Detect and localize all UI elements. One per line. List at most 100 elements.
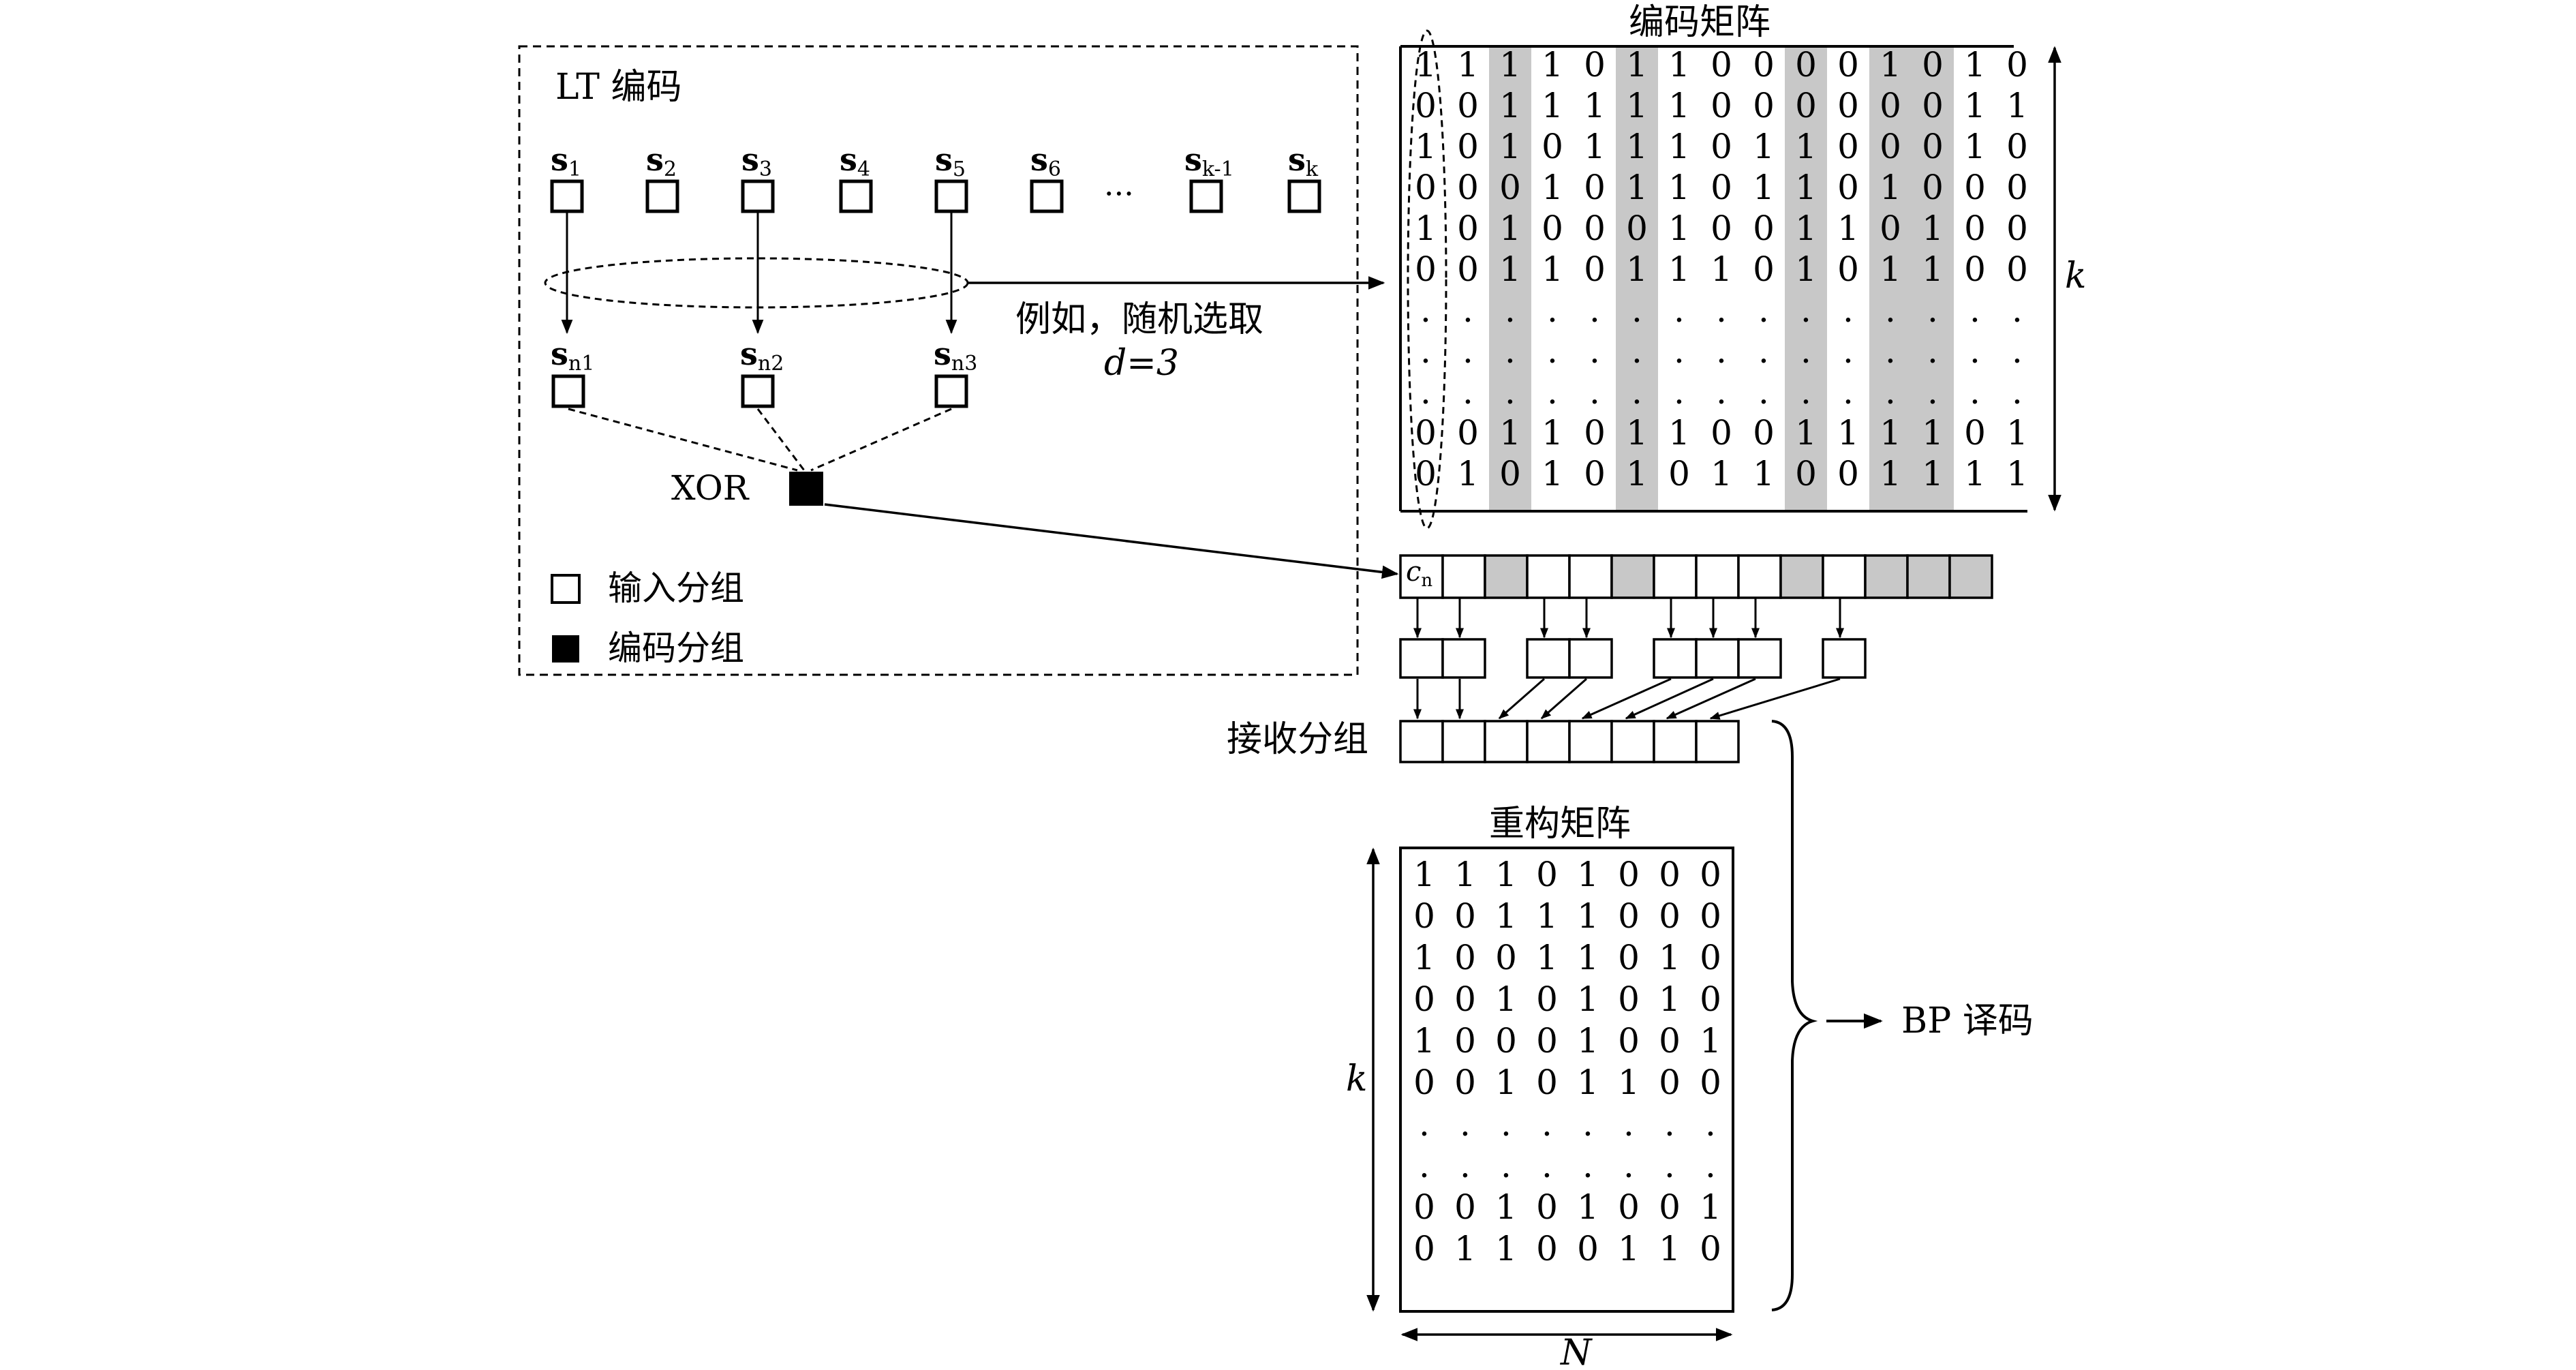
legend-encoded-icon (552, 635, 579, 663)
mid-cell (1737, 638, 1782, 679)
decoder-label: BP 译码 (1901, 1001, 2034, 1041)
shaded-column (1869, 48, 1912, 510)
grouping-brace (1771, 720, 1818, 1311)
encoded-row-cell (1568, 554, 1613, 599)
symbol-sn2: sn2 (740, 335, 784, 376)
input-block-s5 (934, 179, 968, 213)
encoded-row-cell (1526, 554, 1571, 599)
encoding-k-label: k (2065, 256, 2087, 296)
encoded-block (789, 472, 823, 506)
mid-groups (1399, 638, 1867, 679)
mid-cell (1526, 638, 1571, 679)
encoded-row-cell (1822, 554, 1867, 599)
mid-cell (1822, 638, 1867, 679)
recv-arrow-4 (1540, 678, 1587, 720)
xor-line-3 (810, 408, 952, 472)
recv-arrow-8 (1709, 678, 1841, 720)
selected-symbols: sn1 sn2 sn3 (551, 335, 977, 408)
xor-line-1 (568, 408, 798, 472)
xor-label: XOR (671, 468, 750, 508)
symbol-s3: s3 (741, 141, 772, 181)
encoded-row-cell (1653, 554, 1698, 599)
encoding-matrix-shading (1489, 48, 1954, 510)
encoding-matrix-row: ............... (1420, 290, 2023, 330)
encoded-row-cell (1695, 554, 1740, 599)
shaded-column (1912, 48, 1954, 510)
symbol-sn1: sn1 (551, 335, 594, 376)
lt-panel-border (518, 45, 1359, 676)
lt-encoding-panel: LT 编码 s1 s2 s3 s4 s5 s6 ··· sk-1 sk (518, 45, 1359, 676)
shaded-column (1616, 48, 1658, 510)
first-column-ellipse (1407, 29, 1447, 530)
encoding-matrix-title: 编码矩阵 (1629, 2, 1770, 43)
encoding-matrix-row: 111101100001010 (1415, 45, 2028, 85)
encoded-row-cell (1779, 554, 1824, 599)
symbol-s6: s6 (1030, 141, 1061, 181)
mid-cell (1568, 638, 1613, 679)
reconstruction-n-label: N (1559, 1333, 1593, 1370)
mid-cell (1653, 638, 1698, 679)
recv-arrow-3 (1498, 678, 1545, 720)
received-cell (1526, 720, 1571, 763)
recv-arrow-7 (1666, 678, 1756, 720)
symbols-ellipsis: ··· (1104, 175, 1134, 212)
symbol-sn3: sn3 (934, 335, 977, 376)
mid-cell (1399, 638, 1444, 679)
encoding-matrix-row: 000101101101000 (1415, 168, 2028, 207)
input-block-s6 (1030, 179, 1064, 213)
encoded-row-cell (1737, 554, 1782, 599)
symbol-sk: sk (1288, 141, 1319, 181)
input-block-sk-1 (1189, 179, 1223, 213)
encoding-matrix-row: 101000100110100 (1415, 209, 2028, 248)
received-cell (1441, 720, 1486, 763)
legend-input-icon (551, 574, 581, 604)
input-block-s3 (741, 179, 775, 213)
encoded-row-cell (1441, 554, 1486, 599)
received-cell (1484, 720, 1529, 763)
received-cell (1653, 720, 1698, 763)
received-cell (1610, 720, 1655, 763)
mid-cell (1695, 638, 1740, 679)
received-cell (1695, 720, 1740, 763)
legend-input-label: 输入分组 (608, 568, 744, 608)
encoding-matrix-row: 001101110101100 (1415, 249, 2028, 289)
encoded-row (1399, 554, 1993, 599)
encoding-matrix-row: ............... (1420, 331, 2023, 371)
torn-edge (1979, 46, 2044, 511)
selection-ellipse (544, 257, 969, 309)
encoded-row-cell (1906, 554, 1951, 599)
symbol-s1: s1 (551, 141, 581, 181)
mid-cell (1441, 638, 1486, 679)
recv-arrow-5 (1581, 678, 1672, 720)
selection-note-line1: 例如，随机选取 (1015, 299, 1263, 340)
symbol-s4: s4 (840, 141, 870, 181)
encoding-matrix-row: ............... (1420, 372, 2023, 412)
input-block-s1 (550, 179, 584, 213)
received-label: 接收分组 (1227, 719, 1368, 760)
received-cell (1399, 720, 1444, 763)
encoded-row-cell (1864, 554, 1909, 599)
recv-arrow-6 (1625, 678, 1714, 720)
encoded-row-cell (1610, 554, 1655, 599)
encoding-matrix-row: 001111100000011 (1415, 86, 2028, 125)
received-row (1399, 720, 1740, 763)
symbol-sk-1: sk-1 (1184, 141, 1234, 181)
encoded-row-cell (1484, 554, 1529, 599)
selected-block-sn3 (934, 374, 968, 408)
received-cell (1568, 720, 1613, 763)
row-to-mid-arrows (1413, 598, 1844, 639)
mid-to-received-arrows (1413, 678, 1841, 720)
symbol-s5: s5 (935, 141, 966, 181)
encoding-matrix: 编码矩阵 11110110000101000111110000001110101… (1399, 2, 2044, 530)
input-block-s4 (839, 179, 873, 213)
xor-to-row-arrow (824, 503, 1399, 579)
input-symbols: s1 s2 s3 s4 s5 s6 ··· sk-1 sk (550, 141, 1321, 213)
input-block-s2 (645, 179, 679, 213)
shaded-column (1489, 48, 1531, 510)
symbol-s2: s2 (646, 141, 677, 181)
input-block-sk (1287, 179, 1321, 213)
reconstruction-matrix-title: 重构矩阵 (1489, 804, 1631, 844)
reconstruction-matrix-border (1399, 847, 1734, 1313)
selected-block-sn2 (741, 374, 775, 408)
